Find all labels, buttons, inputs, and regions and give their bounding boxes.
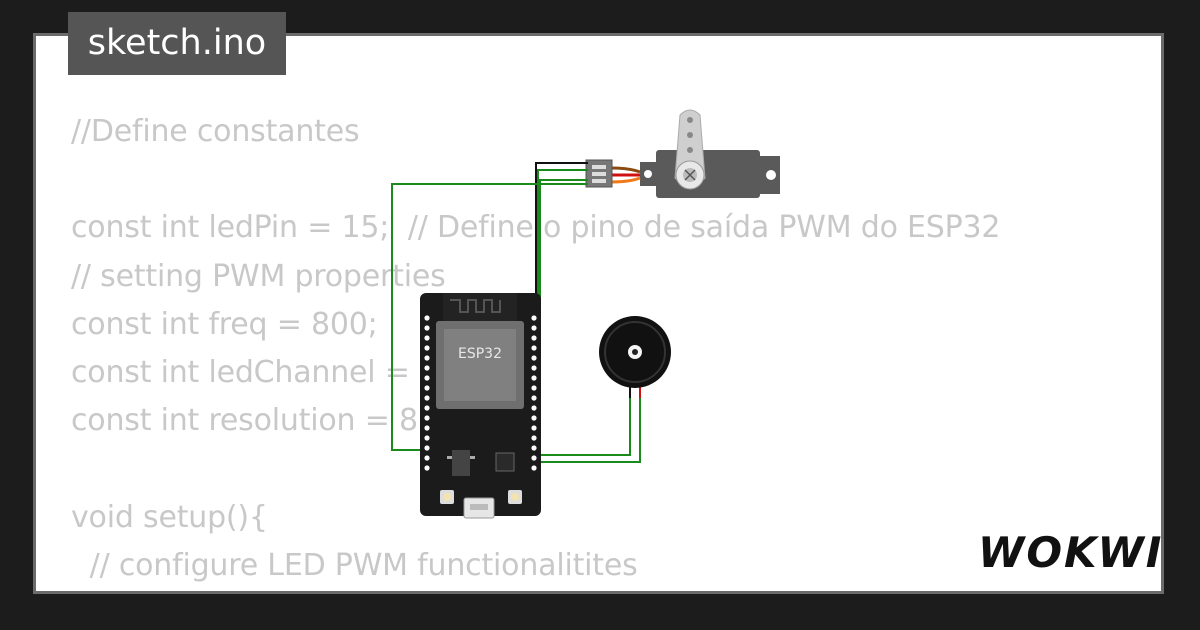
wires[interactable] [391,162,641,472]
code-line: //Define constantes [71,114,360,149]
code-line: const int resolution = 8; [71,403,428,439]
esp32-right-pins [531,315,537,471]
code-line: const int ledPin = 15; // Define o pino … [71,210,1001,246]
servo-connector [585,159,613,188]
file-tab[interactable]: sketch.ino [68,12,286,75]
code-line: // setting PWM properties [71,258,446,294]
servo-motor[interactable] [640,109,780,198]
code-editor: //Define constantes const int ledPin = 1… [71,108,1001,591]
code-canvas: //Define constantes const int ledPin = 1… [33,33,1164,594]
wokwi-logo: WOKWI [978,528,1164,577]
chip-label: ESP32 [458,346,502,362]
code-line: // configure LED PWM functionalitites [71,547,638,583]
code-line: void setup(){ [71,499,268,535]
servo-leads [609,166,641,184]
esp32-board[interactable]: ESP32 [420,293,541,519]
esp32-left-pins [424,315,430,471]
buzzer[interactable] [599,316,671,388]
code-line: const int freq = 800; [71,306,378,342]
